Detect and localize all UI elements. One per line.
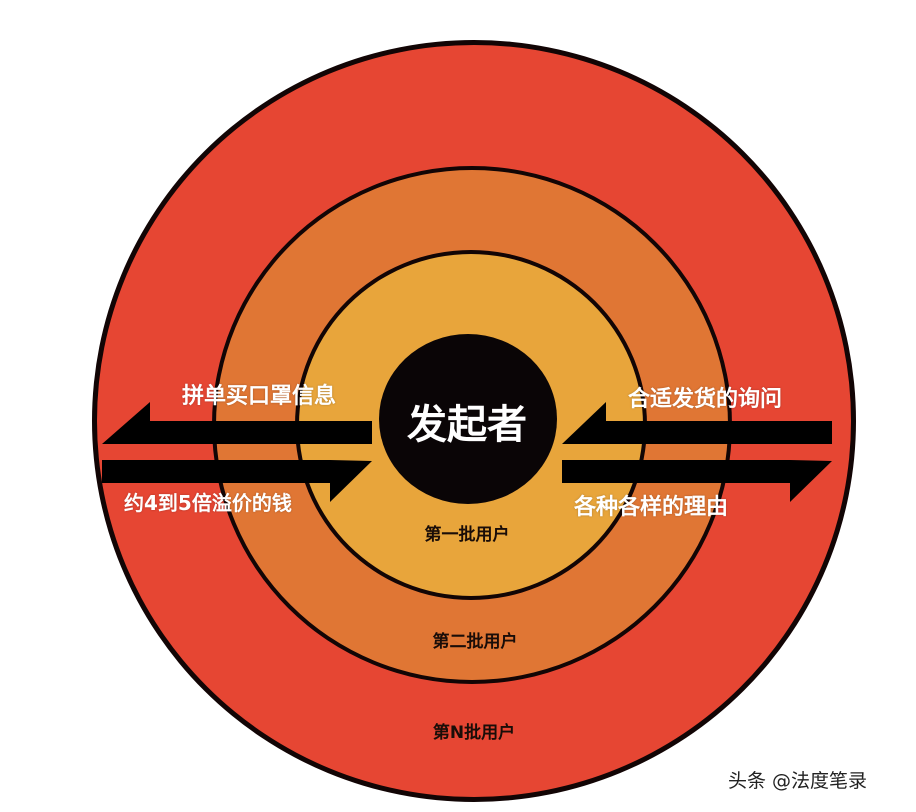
ring-label-second-users: 第二批用户 (432, 632, 518, 652)
right-arrow-excuses-icon (562, 460, 832, 502)
right-top-label: 合适发货的询问 (628, 387, 783, 412)
center-label-initiator: 发起者 (407, 402, 527, 448)
right-bottom-label: 各种各样的理由 (574, 495, 729, 520)
left-bottom-label: 约4到5倍溢价的钱 (124, 491, 292, 515)
ring-label-first-users: 第一批用户 (424, 525, 510, 545)
left-arrow-outgoing-icon (102, 402, 372, 444)
core-circle-initiator (379, 334, 557, 504)
right-arrow-incoming-icon (102, 460, 372, 502)
ring-label-nth-users: 第N批用户 (432, 723, 516, 743)
left-arrow-inquiry-icon (562, 402, 832, 444)
watermark-text: 头条 @法度笔录 (728, 770, 868, 792)
left-top-label: 拼单买口罩信息 (182, 384, 337, 409)
